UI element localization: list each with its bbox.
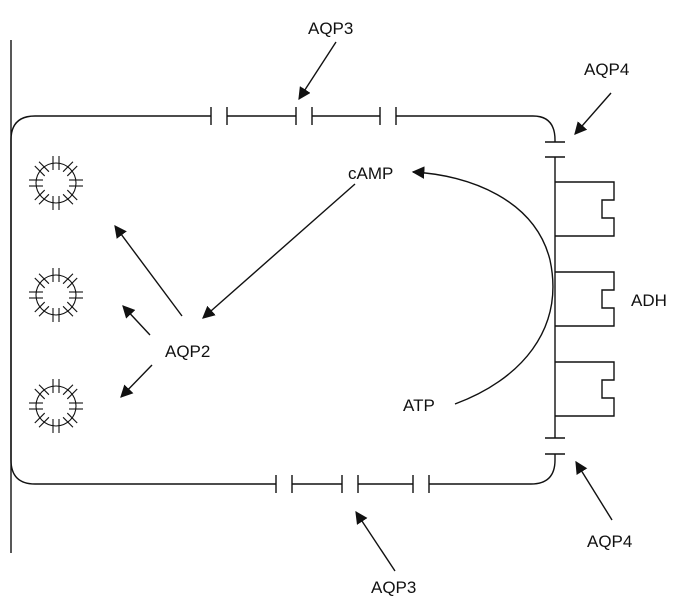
label-aqp3-top: AQP3 [308, 19, 353, 38]
aqp2-vesicle-1 [29, 156, 83, 210]
label-aqp4-top: AQP4 [584, 60, 629, 79]
adh-receptor-3 [555, 362, 614, 416]
aqp2-vesicle-3 [29, 379, 83, 433]
label-aqp2: AQP2 [165, 342, 210, 361]
label-aqp4-bottom: AQP4 [587, 532, 632, 551]
arrow-camp-to-aqp2 [203, 184, 355, 318]
arrow-aqp2-to-vesicle-3 [121, 365, 152, 397]
aqp2-vesicle-2 [29, 268, 83, 322]
label-adh: ADH [631, 291, 667, 310]
arrow-aqp3-bottom [356, 512, 395, 571]
label-camp: cAMP [348, 164, 393, 183]
cell-outline [11, 107, 565, 493]
arrow-aqp4-bottom [576, 462, 612, 520]
adh-receptor-2 [555, 272, 614, 326]
arrow-aqp2-to-vesicle-1 [115, 226, 182, 316]
adh-receptor-1 [555, 182, 614, 236]
label-aqp3-bottom: AQP3 [371, 578, 416, 597]
arrow-aqp3-top [299, 42, 336, 99]
label-atp: ATP [403, 396, 435, 415]
arrow-aqp4-top [575, 93, 611, 134]
arrow-aqp2-to-vesicle-2 [123, 306, 150, 335]
arrow-atp-to-camp [413, 172, 553, 404]
